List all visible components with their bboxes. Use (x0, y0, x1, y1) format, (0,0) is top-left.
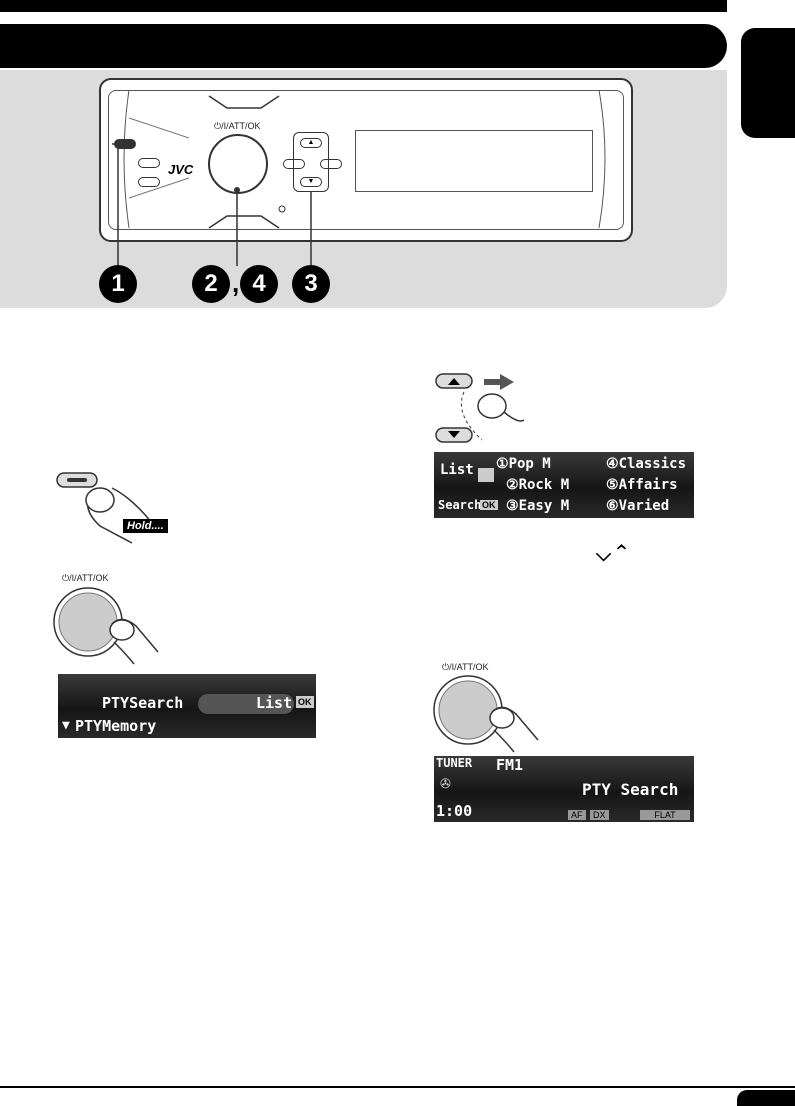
pty-search-label: Search (438, 498, 482, 512)
left-button[interactable] (283, 159, 305, 169)
pty-item-2: ②Rock M (506, 477, 570, 493)
tuner-time: 1:00 (436, 802, 473, 820)
up-down-frame (293, 132, 329, 192)
section-title-bar (0, 24, 727, 68)
pty-list-label: List (440, 462, 474, 478)
tuner-display: TUNER FM1 ✇ PTY Search 1:00 AF DX FLAT (434, 756, 694, 822)
callout-3: 3 (292, 265, 330, 303)
down-button[interactable]: ▼ (300, 177, 322, 187)
eq-indicator: FLAT (640, 810, 690, 820)
power-label: ⏻/I/ATT/OK (214, 121, 261, 131)
pty-item-4: ④Classics (606, 456, 686, 472)
control-dial[interactable] (208, 134, 268, 194)
tuner-band: FM1 (496, 756, 524, 774)
footer-rule (0, 1086, 795, 1088)
af-indicator: AF (568, 810, 586, 820)
page-number-tab (737, 1090, 795, 1106)
faceplate-lines (123, 89, 606, 229)
pty-item-1: ①Pop M (496, 456, 551, 472)
tuner-source: TUNER (436, 756, 473, 770)
callout-4: 4 (240, 265, 278, 303)
top-rule (0, 0, 727, 12)
up-button[interactable]: ▲ (300, 138, 322, 148)
ok-badge: OK (296, 696, 314, 708)
tuner-message: PTY Search (582, 780, 679, 799)
signal-icon: ✇ (440, 776, 451, 791)
hold-badge: Hold.... (123, 519, 168, 533)
dial-press-icon-left (53, 587, 159, 665)
faceplate-display (355, 130, 593, 192)
brand-logo: JVC (168, 162, 194, 177)
dial-label-left: ⏻/I/ATT/OK (62, 573, 109, 583)
faceplate-inner (108, 90, 624, 230)
button-3[interactable] (138, 177, 160, 187)
callout-2: 2 (192, 265, 230, 303)
car-stereo-faceplate (99, 78, 633, 242)
pty-list-ok-badge: OK (480, 500, 498, 510)
dial-press-icon-right (433, 675, 539, 753)
button-2[interactable] (138, 158, 160, 168)
up-down-press-icon (435, 373, 525, 443)
pty-menu-item-2: PTYMemory (75, 717, 157, 735)
dial-label-right: ⏻/I/ATT/OK (442, 662, 489, 672)
right-button[interactable] (320, 159, 342, 169)
pty-item-6: ⑥Varied (606, 498, 670, 514)
callout-1: 1 (99, 265, 137, 303)
pty-menu-item-1: PTYSearch (102, 694, 184, 712)
pty-menu-display: PTYSearch ▼ PTYMemory List OK (58, 674, 316, 738)
skip-icon (478, 468, 494, 482)
finger-press-icon (56, 472, 153, 544)
pty-menu-item-2-arrow: ▼ (62, 718, 70, 733)
callout-separator: , (232, 268, 240, 298)
dx-indicator: DX (590, 810, 609, 820)
callout-leaders (112, 143, 312, 266)
pty-menu-list-label: List (256, 694, 293, 712)
pty-item-5: ⑤Affairs (606, 477, 678, 493)
pty-menu-highlight (198, 694, 294, 714)
pty-list-display: List Search OK ①Pop M ②Rock M ③Easy M ④C… (434, 452, 694, 518)
pty-item-3: ③Easy M (506, 498, 570, 514)
language-tab (741, 28, 795, 138)
down-up-marks: ⌵ ⌃ (596, 544, 627, 566)
